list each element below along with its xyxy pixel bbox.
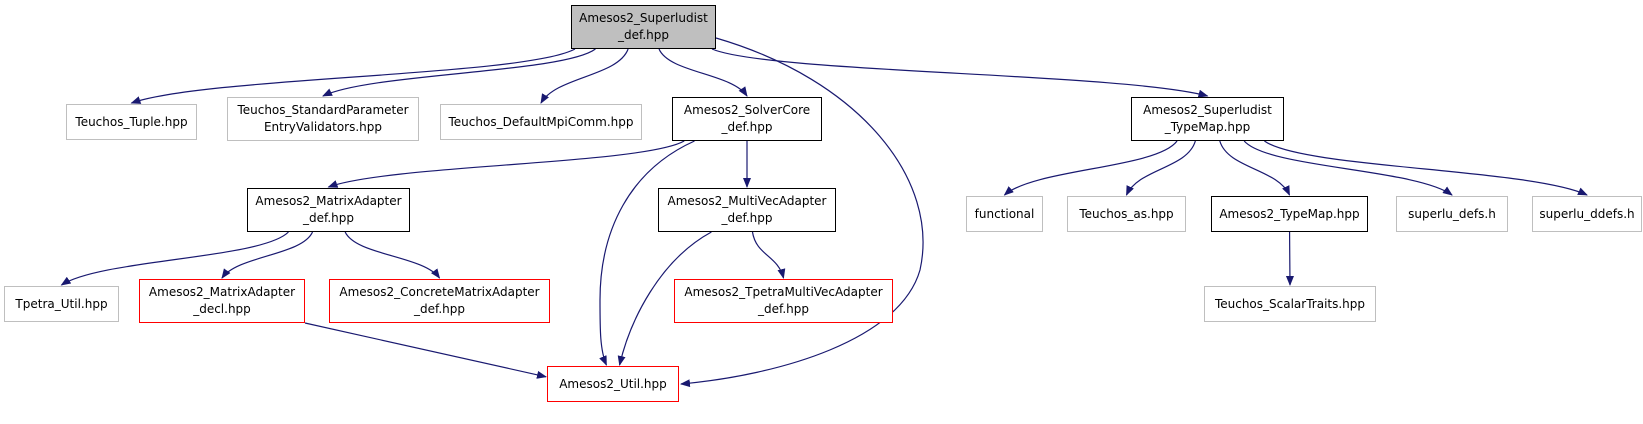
node-tpetra-util: Tpetra_Util.hpp [4, 286, 119, 322]
node-typemap-sld[interactable]: Amesos2_Superludist _TypeMap.hpp [1131, 97, 1284, 141]
node-label: Amesos2_TpetraMultiVecAdapter _def.hpp [684, 285, 883, 316]
node-label: Amesos2_MultiVecAdapter _def.hpp [667, 194, 827, 225]
node-label: Teuchos_as.hpp [1079, 206, 1174, 221]
node-label: Teuchos_ScalarTraits.hpp [1214, 296, 1366, 311]
node-typemap[interactable]: Amesos2_TypeMap.hpp [1211, 196, 1368, 232]
node-matadapter-decl[interactable]: Amesos2_MatrixAdapter _decl.hpp [139, 279, 305, 323]
edge-matadapter-decl-to-util [304, 322, 547, 379]
node-label: Teuchos_StandardParameter EntryValidator… [237, 103, 409, 134]
node-functional: functional [966, 196, 1043, 232]
node-util[interactable]: Amesos2_Util.hpp [547, 366, 679, 402]
node-label: Teuchos_DefaultMpiComm.hpp [448, 114, 634, 129]
node-label: Teuchos_Tuple.hpp [75, 114, 188, 129]
node-label: Amesos2_TypeMap.hpp [1219, 206, 1360, 221]
edge-root-to-typemap-sld [711, 48, 1209, 98]
node-label: functional [974, 206, 1035, 221]
node-tpetra-mv[interactable]: Amesos2_TpetraMultiVecAdapter _def.hpp [674, 279, 893, 323]
node-teuchos-as: Teuchos_as.hpp [1067, 196, 1186, 232]
edge-mvadapter-def-to-util [617, 231, 712, 366]
edge-typemap-sld-to-functional [1003, 140, 1178, 196]
node-stdparam: Teuchos_StandardParameter EntryValidator… [227, 97, 419, 141]
edge-root-to-solvercore [658, 48, 748, 97]
node-label: Amesos2_MatrixAdapter _decl.hpp [148, 285, 296, 316]
node-label: Amesos2_Superludist _TypeMap.hpp [1143, 103, 1272, 134]
node-label: Tpetra_Util.hpp [15, 296, 108, 311]
node-label: Amesos2_MatrixAdapter _def.hpp [255, 194, 402, 225]
node-label: Amesos2_SolverCore _def.hpp [683, 103, 811, 134]
node-matadapter-def[interactable]: Amesos2_MatrixAdapter _def.hpp [247, 188, 410, 232]
edge-typemap-sld-to-teuchos-as [1125, 140, 1196, 196]
node-label: superlu_defs.h [1408, 206, 1496, 221]
node-label: Amesos2_Util.hpp [559, 376, 667, 391]
node-concrete-mat[interactable]: Amesos2_ConcreteMatrixAdapter _def.hpp [329, 279, 550, 323]
node-mpicomm: Teuchos_DefaultMpiComm.hpp [440, 104, 642, 140]
node-label: superlu_ddefs.h [1539, 206, 1635, 221]
edge-root-to-tuple [130, 48, 576, 104]
edge-root-to-util [680, 37, 924, 388]
node-root[interactable]: Amesos2_Superludist _def.hpp [571, 5, 716, 49]
edge-solvercore-to-util [599, 140, 695, 366]
edge-root-to-stdparam [322, 48, 596, 97]
edge-matadapter-def-to-matadapter-decl [221, 231, 314, 279]
node-label: Amesos2_ConcreteMatrixAdapter _def.hpp [339, 285, 540, 316]
edge-mvadapter-def-to-tpetra-mv [751, 231, 786, 279]
node-superlu-ddefs: superlu_ddefs.h [1532, 196, 1642, 232]
edge-solvercore-to-matadapter-def [327, 140, 685, 188]
node-superlu-defs: superlu_defs.h [1396, 196, 1508, 232]
node-mvadapter-def[interactable]: Amesos2_MultiVecAdapter _def.hpp [658, 188, 836, 232]
edge-typemap-sld-to-superlu-ddefs [1264, 140, 1588, 196]
edge-typemap-sld-to-typemap [1219, 140, 1291, 196]
node-solvercore[interactable]: Amesos2_SolverCore _def.hpp [672, 97, 822, 141]
edge-root-to-mpicomm [540, 48, 629, 104]
node-scalartraits: Teuchos_ScalarTraits.hpp [1204, 286, 1376, 322]
edge-matadapter-def-to-tpetra-util [60, 231, 289, 286]
node-label: Amesos2_Superludist _def.hpp [579, 11, 708, 42]
edge-typemap-sld-to-superlu-defs [1243, 140, 1453, 196]
node-tuple: Teuchos_Tuple.hpp [66, 104, 197, 140]
edge-matadapter-def-to-concrete-mat [344, 231, 441, 279]
